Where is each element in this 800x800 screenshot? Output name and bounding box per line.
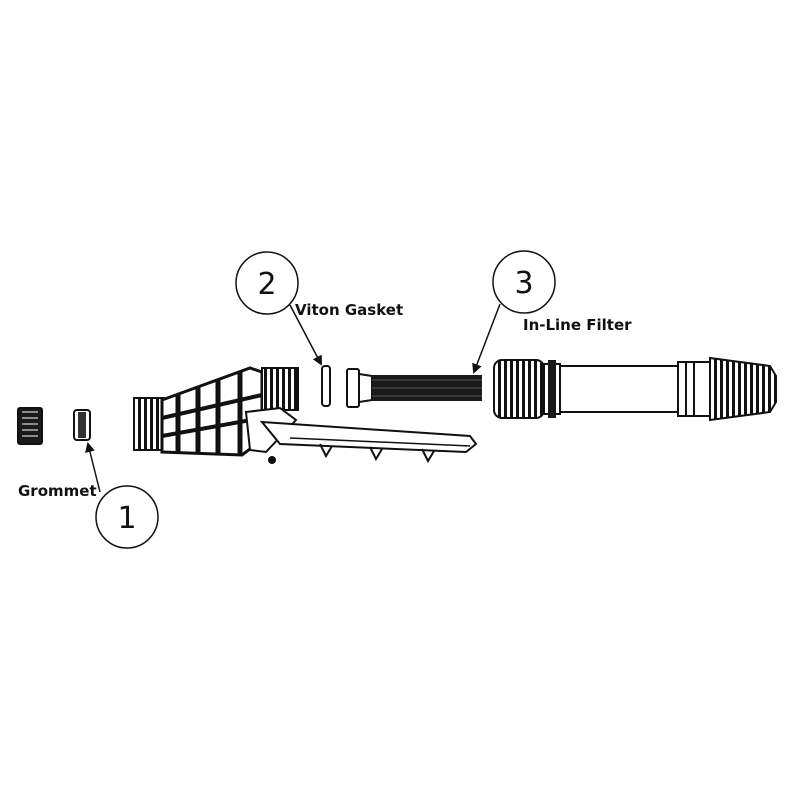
callout-2-label: Viton Gasket <box>295 301 403 319</box>
callout-3-label: In-Line Filter <box>523 316 632 334</box>
callout-1-label: Grommet <box>18 482 97 500</box>
callout-3: 3 In-Line Filter <box>472 250 632 374</box>
callout-1: 1 Grommet <box>18 442 159 549</box>
wand-extension-part <box>493 356 777 422</box>
callout-1-number: 1 <box>117 501 136 536</box>
callout-2-number: 2 <box>257 267 276 302</box>
callout-3-number: 3 <box>514 266 533 301</box>
callout-2: 2 Viton Gasket <box>235 251 403 366</box>
in-line-filter-part <box>346 368 482 408</box>
viton-gasket-part <box>321 365 331 407</box>
end-cap-part <box>17 407 43 445</box>
grommet-part <box>73 409 91 441</box>
sprayer-body-part <box>133 366 478 464</box>
